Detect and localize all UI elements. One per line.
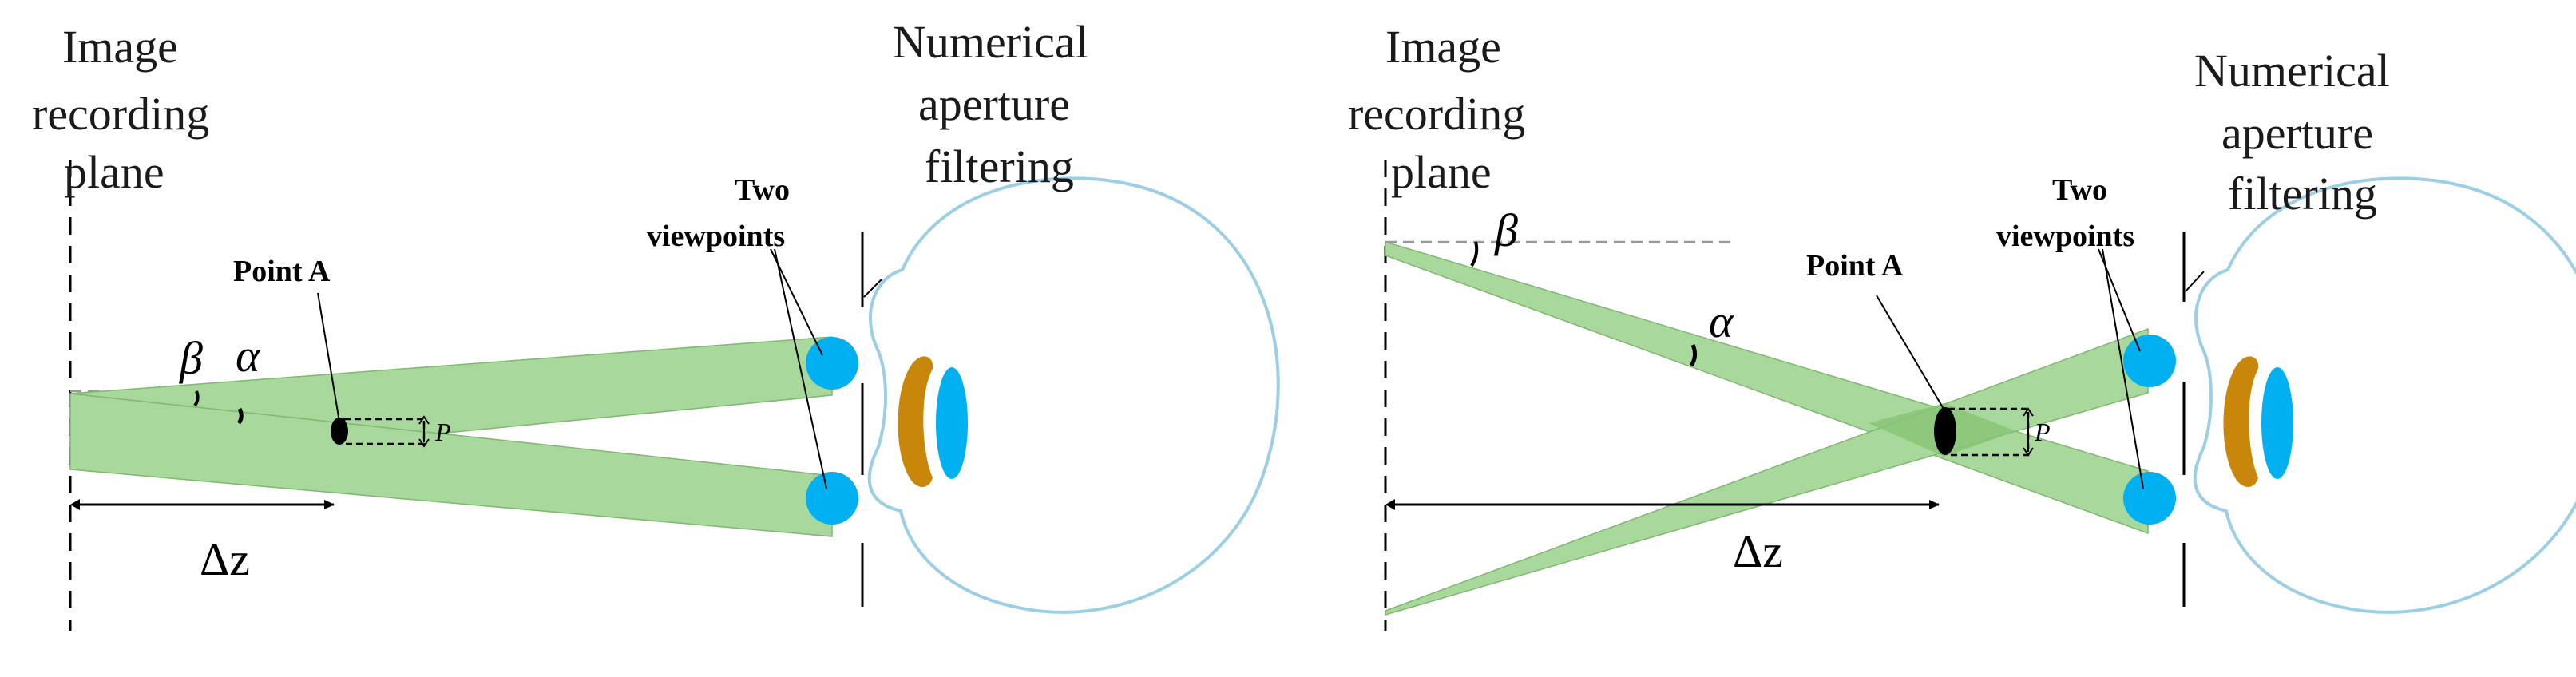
aperture-label-line2: aperture bbox=[2221, 107, 2373, 159]
alpha-arc bbox=[236, 407, 244, 425]
viewpoints-leader-lower bbox=[774, 248, 827, 489]
aperture-label-line3: filtering bbox=[2228, 168, 2377, 220]
aperture-label-line3: filtering bbox=[925, 141, 1074, 192]
image-plane-label-line1: Image bbox=[1385, 21, 1501, 73]
p-label: P bbox=[434, 418, 451, 446]
image-plane-label-line3: plane bbox=[1391, 146, 1492, 198]
alpha-arc bbox=[1689, 344, 1698, 367]
point-a-leader bbox=[317, 292, 340, 422]
aperture-label-line1: Numerical bbox=[893, 16, 1088, 68]
viewpoints-label-line1: Two bbox=[2052, 173, 2107, 207]
viewpoints-label-line1: Two bbox=[735, 173, 790, 207]
point-a-label: Point A bbox=[1806, 249, 1904, 283]
beta-label: β bbox=[179, 332, 203, 384]
dz-arrow-left-head bbox=[1385, 499, 1395, 510]
aperture-leader bbox=[863, 279, 882, 298]
beta-arc bbox=[193, 390, 200, 407]
point-a-marker bbox=[1934, 407, 1956, 455]
image-plane-label-line2: recording bbox=[32, 88, 209, 140]
viewpoint-upper bbox=[806, 337, 858, 390]
iris-shape bbox=[2223, 356, 2259, 487]
dz-label: Δz bbox=[1733, 525, 1783, 577]
panel-left: Image recording plane Numerical aperture… bbox=[32, 16, 1280, 631]
image-plane-label-line3: plane bbox=[64, 146, 164, 198]
point-a-label: Point A bbox=[233, 255, 331, 288]
viewpoint-upper bbox=[2123, 335, 2176, 387]
viewpoint-lower bbox=[2123, 472, 2176, 525]
beta-label: β bbox=[1494, 204, 1518, 256]
panel-right: Image recording plane Numerical aperture… bbox=[1348, 21, 2576, 631]
eye-outline bbox=[867, 176, 1280, 614]
aperture-leader bbox=[2185, 271, 2205, 292]
p-arrow-heads bbox=[2023, 407, 2034, 457]
beam-descending bbox=[1385, 240, 2149, 535]
viewpoints-label-line2: viewpoints bbox=[1996, 220, 2134, 253]
aperture-label-line1: Numerical bbox=[2194, 45, 2390, 97]
p-arrow-heads bbox=[418, 415, 430, 448]
p-label: P bbox=[2034, 418, 2051, 446]
alpha-label: α bbox=[236, 330, 261, 382]
lens-shape bbox=[2261, 367, 2293, 479]
alpha-label: α bbox=[1709, 295, 1734, 347]
viewpoints-leader-lower bbox=[2102, 248, 2144, 489]
viewpoints-label-line2: viewpoints bbox=[647, 220, 785, 253]
viewpoints-leader-upper bbox=[770, 248, 823, 356]
point-a-leader bbox=[1876, 295, 1944, 410]
eye-outline bbox=[2193, 176, 2576, 614]
beam-lower bbox=[69, 393, 833, 537]
dz-label: Δz bbox=[200, 533, 250, 585]
dz-arrow-left-head bbox=[70, 499, 80, 510]
aperture-label-line2: aperture bbox=[918, 78, 1070, 130]
image-plane-label-line2: recording bbox=[1348, 88, 1525, 140]
iris-shape bbox=[898, 356, 933, 487]
viewpoint-lower bbox=[806, 472, 858, 525]
lens-shape bbox=[936, 367, 968, 479]
p-dashed-box bbox=[1947, 407, 2030, 457]
beta-arc bbox=[1470, 241, 1479, 267]
point-a-marker bbox=[331, 418, 348, 445]
image-plane-label-line1: Image bbox=[62, 21, 178, 73]
